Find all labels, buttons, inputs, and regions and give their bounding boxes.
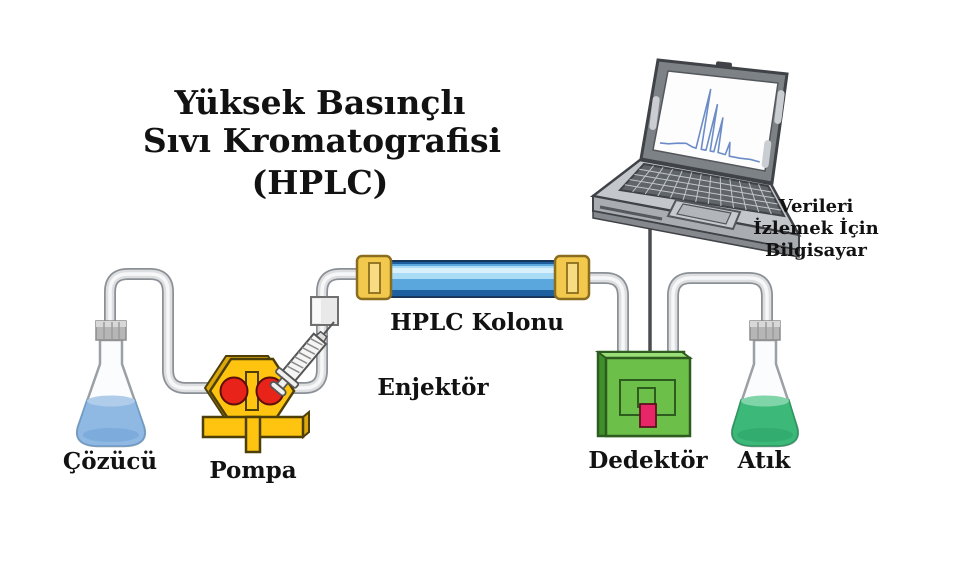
column-cap-right-slot (566, 262, 579, 294)
laptop-keyboard (617, 162, 786, 218)
laptop-drive-slot (599, 205, 663, 221)
title: Yüksek Basınçlı Sıvı Kromatografisi (HPL… (143, 83, 501, 202)
waste-liquid-surface (741, 395, 789, 407)
solvent-liquid-bottom (83, 428, 139, 442)
injector-valve-highlight (313, 299, 321, 323)
laptop (592, 60, 800, 258)
detector-indicator (639, 403, 657, 428)
solvent-flask-cap-top (96, 321, 126, 327)
solvent-label: Çözücü (63, 448, 157, 475)
hplc-column (355, 254, 591, 301)
tube-detector-to-waste (667, 272, 773, 364)
title-line-1: Yüksek Basınçlı (173, 83, 465, 122)
pump (201, 355, 310, 454)
injector (269, 296, 339, 397)
solvent-liquid-surface (87, 395, 135, 407)
syringe (269, 321, 335, 397)
pump-valve-left (219, 376, 249, 406)
laptop-touchpad-inner (676, 203, 732, 225)
computer-caption-line-3: Bilgisayar (765, 240, 867, 261)
column-tube-highlight (390, 268, 557, 273)
tube-column-to-detector (584, 272, 629, 364)
title-line-3: (HPLC) (252, 163, 389, 202)
syringe-needle (322, 321, 335, 335)
waste-flask-cap-top (750, 321, 780, 327)
solvent-flask (75, 320, 147, 448)
tubing (104, 228, 773, 394)
laptop-base (592, 210, 800, 258)
labels: Çözücü Pompa Enjektör HPLC Kolonu Dedekt… (63, 196, 879, 484)
title-line-2: Sıvı Kromatografisi (143, 121, 501, 160)
detector-label: Dedektör (588, 447, 708, 474)
syringe-plunger-end (269, 380, 287, 397)
tube-solvent-to-column (104, 268, 364, 394)
computer-caption-line-1: Verileri (778, 196, 854, 217)
waste-label: Atık (737, 447, 792, 474)
column-label: HPLC Kolonu (390, 309, 564, 336)
chromatogram-trace (660, 82, 772, 162)
pump-label: Pompa (209, 457, 296, 484)
computer-caption: Verileri İzlemek İçin Bilgisayar (753, 196, 878, 261)
computer-caption-line-2: İzlemek İçin (753, 216, 878, 239)
waste-flask (730, 320, 800, 448)
lid-pill-left (649, 96, 660, 130)
pump-leg (244, 415, 262, 454)
injector-label: Enjektör (377, 374, 489, 401)
detector (595, 350, 693, 438)
waste-liquid-bottom (737, 428, 793, 442)
column-cap-left-slot (368, 262, 381, 294)
lid-notch (715, 61, 732, 68)
lid-pill-right (774, 90, 785, 124)
lid-pill-right-lower (761, 140, 772, 168)
